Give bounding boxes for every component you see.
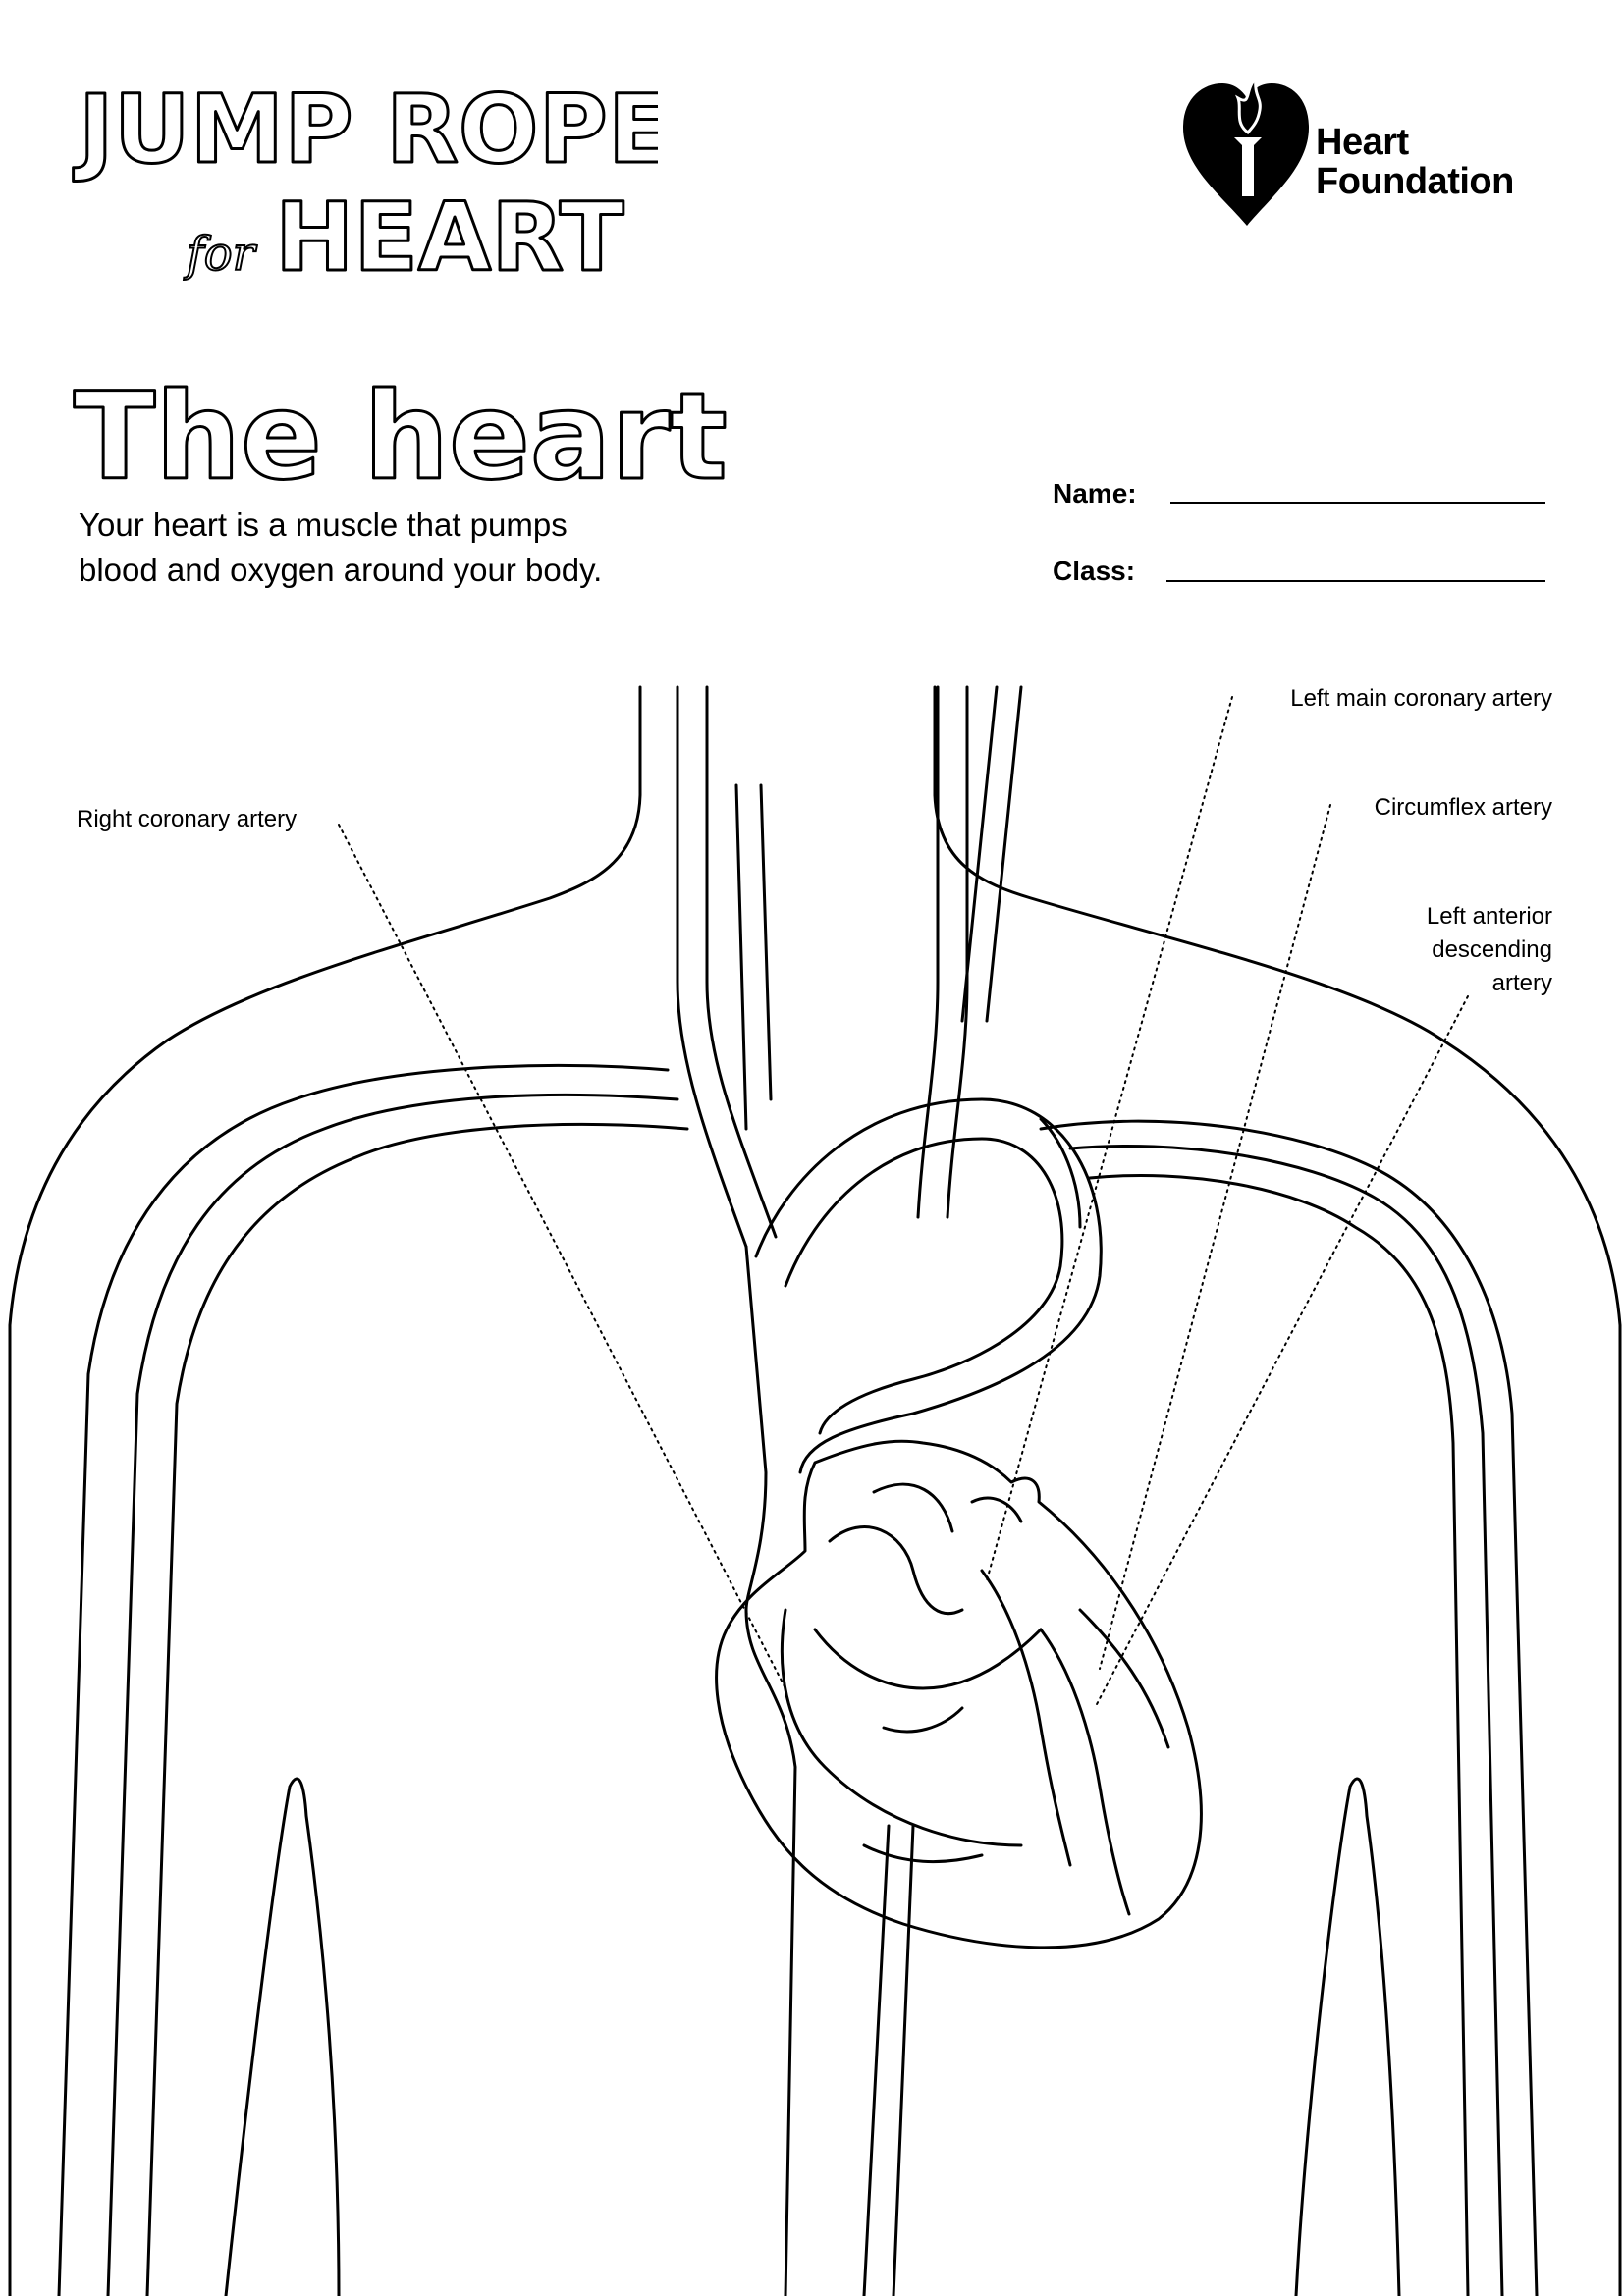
class-field[interactable] <box>1166 580 1545 582</box>
label-left-anterior-descending-artery: Left anterior descending artery <box>1427 900 1552 1000</box>
class-label: Class: <box>1053 556 1136 586</box>
leader-circumflex <box>1099 804 1331 1670</box>
lad-line-1: Left anterior <box>1426 903 1552 930</box>
page-title-text: The heart <box>74 368 728 496</box>
heart-torch-icon <box>1183 74 1309 226</box>
label-leaders <box>338 696 1469 1709</box>
lad-line-3: artery <box>1491 970 1552 996</box>
name-field[interactable] <box>1170 502 1545 504</box>
name-label: Name: <box>1053 478 1137 508</box>
label-circumflex-artery: Circumflex artery <box>1374 794 1552 821</box>
heart-foundation-line1: Heart <box>1316 122 1409 163</box>
heart-foundation-line2: Foundation <box>1316 161 1514 202</box>
leader-right-coronary <box>338 824 786 1689</box>
label-left-main-coronary-artery: Left main coronary artery <box>1290 685 1552 712</box>
logo-for-text: for <box>184 227 258 282</box>
jump-rope-for-heart-logo: JUMP ROPE for HEART <box>72 74 659 294</box>
intro-line-1: Your heart is a muscle that pumps <box>79 507 568 543</box>
label-right-coronary-artery: Right coronary artery <box>77 806 298 832</box>
heart-diagram <box>8 685 1622 2296</box>
body-outline <box>8 685 1622 2296</box>
intro-line-2: blood and oxygen around your body. <box>79 552 603 588</box>
intro-text: Your heart is a muscle that pumps blood … <box>79 503 766 593</box>
heart-foundation-logo: Heart Foundation <box>1183 69 1576 236</box>
logo-jump-rope-text: JUMP ROPE <box>73 75 658 185</box>
blood-vessels <box>57 685 1539 2296</box>
heart-illustration <box>715 1439 1203 1949</box>
leader-left-main-coronary <box>986 696 1233 1581</box>
lad-line-2: descending <box>1432 936 1552 963</box>
logo-heart-text: HEART <box>275 183 623 293</box>
page-title: The heart <box>73 368 730 496</box>
leader-lad <box>1094 995 1469 1709</box>
